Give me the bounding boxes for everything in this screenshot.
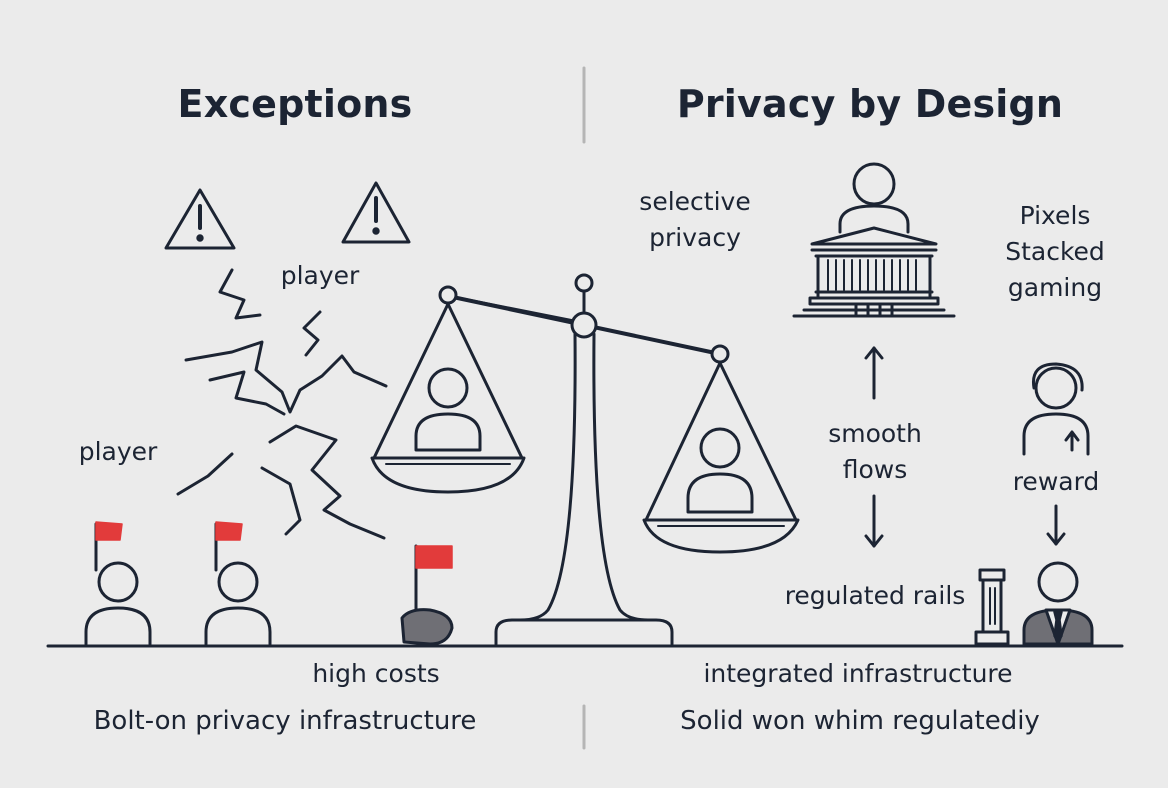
warning-icon bbox=[164, 188, 236, 250]
arrow-down-icon bbox=[864, 494, 884, 548]
selective-privacy-label: selective privacy bbox=[620, 184, 770, 256]
broken-lines bbox=[176, 268, 388, 540]
businessman-icon bbox=[1022, 561, 1094, 646]
selective-privacy-line-1: selective bbox=[639, 187, 751, 216]
pixels-line-2: Stacked bbox=[1005, 237, 1105, 266]
pixels-line-3: gaming bbox=[1007, 273, 1103, 302]
person-with-flag-icon bbox=[84, 521, 152, 646]
regulated-rails-label: regulated rails bbox=[784, 581, 966, 610]
smooth-flows-line-2: flows bbox=[842, 455, 908, 484]
left-heading: Exceptions bbox=[177, 82, 413, 126]
government-building-icon bbox=[792, 162, 956, 318]
right-heading: Privacy by Design bbox=[676, 82, 1064, 126]
tower-icon bbox=[974, 568, 1010, 646]
balance-scale bbox=[370, 273, 800, 646]
reward-label: reward bbox=[1012, 467, 1100, 496]
player-label-top: player bbox=[280, 261, 360, 290]
person-with-flag-icon bbox=[204, 521, 272, 646]
player-label-left: player bbox=[78, 437, 158, 466]
integrated-infrastructure-label: integrated infrastructure bbox=[703, 659, 1013, 688]
right-caption: Solid won whim regulatediy bbox=[680, 706, 1040, 736]
arrow-up-icon bbox=[864, 346, 884, 400]
pixels-stacked-gaming-label: Pixels Stacked gaming bbox=[980, 198, 1130, 306]
reward-person-icon bbox=[1022, 362, 1090, 456]
left-caption: Bolt-on privacy infrastructure bbox=[93, 706, 477, 736]
pixels-line-1: Pixels bbox=[1019, 201, 1091, 230]
high-costs-label: high costs bbox=[312, 659, 440, 688]
warning-icon bbox=[341, 181, 411, 244]
selective-privacy-line-2: privacy bbox=[649, 223, 741, 252]
smooth-flows-label: smooth flows bbox=[805, 416, 945, 488]
arrow-down-icon bbox=[1046, 504, 1066, 546]
rock-with-flag-icon bbox=[400, 544, 454, 646]
smooth-flows-line-1: smooth bbox=[828, 419, 922, 448]
